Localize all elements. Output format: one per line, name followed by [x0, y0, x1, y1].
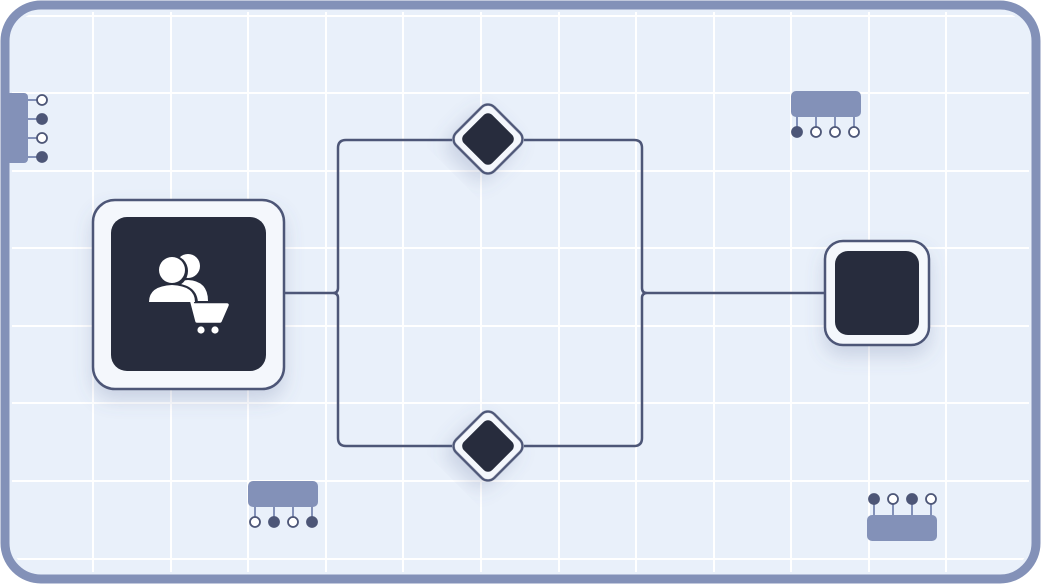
port-group-bottom-right [867, 493, 937, 541]
connector-pin-open [829, 126, 841, 138]
users-cart-icon [146, 254, 229, 334]
connector-pin-filled [306, 516, 318, 528]
edge-branch-split-lower [336, 298, 452, 448]
edge-branch-split [336, 138, 452, 288]
connector-pin-open [36, 132, 48, 144]
connector-pin-open [36, 94, 48, 106]
diamond-icon [462, 113, 514, 165]
port-group-bottom-left [248, 481, 318, 528]
port-group-left-edge [6, 93, 48, 163]
connector-pin-filled [791, 126, 803, 138]
edge-merge-junction [640, 287, 648, 299]
gateway-top[interactable] [450, 101, 526, 177]
connector-pin-open [287, 516, 299, 528]
target-node[interactable] [823, 239, 931, 347]
connector-pin-filled [36, 113, 48, 125]
connector-pin-filled [268, 516, 280, 528]
diagram-edges [284, 138, 826, 448]
edge-bottom-to-merge [524, 298, 644, 448]
diamond-icon [462, 420, 514, 472]
source-node[interactable] [91, 198, 286, 391]
connector-pin-open [925, 493, 937, 505]
connector-pin-open [887, 493, 899, 505]
edge-top-to-merge [524, 138, 644, 288]
connector-pin-filled [868, 493, 880, 505]
connector-pin-open [810, 126, 822, 138]
connector-pin-open [848, 126, 860, 138]
connector-pin-filled [36, 151, 48, 163]
edge-branch-junction-left [332, 287, 340, 299]
connector-pin-filled [906, 493, 918, 505]
square-icon [835, 251, 919, 335]
gateway-bottom[interactable] [450, 408, 526, 484]
connector-pin-open [249, 516, 261, 528]
port-group-top-right [791, 91, 861, 138]
